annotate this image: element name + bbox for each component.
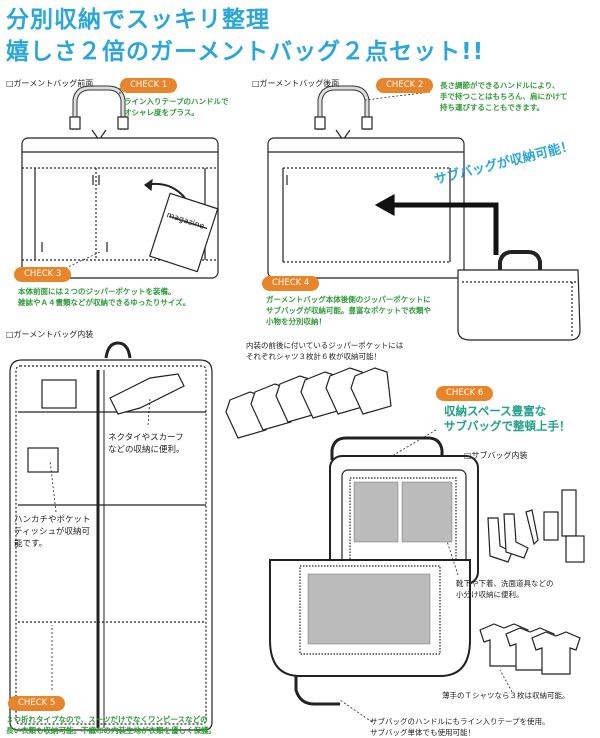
sub-bag-closed-illustration — [457, 250, 581, 341]
garment-bag-front-illustration — [21, 85, 219, 279]
sub-bag-open-illustration — [269, 436, 479, 706]
check5-text: ３つ折れタイプなので、スーツだけでなくワンピースなどの 長い衣類も収納可能。不織… — [6, 715, 216, 735]
tie-note: ネクタイやスカーフ などの収納に便利。 — [108, 433, 185, 455]
socks-note: 靴下や下着、洗面道具などの 小分け収納に便利。 — [456, 579, 554, 599]
check2-text: 長さ調節ができるハンドルにより、 手で持つことはもちろん、肩にかけて 持ち運びす… — [440, 81, 568, 112]
page-title-line1: 分別収納でスッキリ整理 — [6, 7, 270, 33]
section-label-sub-inside: □サブバッグ内装 — [464, 451, 528, 460]
check5-badge: CHECK 5 — [8, 696, 66, 711]
check3-badge: CHECK 3 — [14, 267, 72, 282]
check2-badge: CHECK 2 — [376, 78, 434, 93]
socks-toiletries-illustration — [487, 489, 585, 563]
check3-text: 本体前面には２つのジッパーポケットを装備。 雑誌やＡ４書類などが収納できるゆった… — [18, 287, 191, 307]
check6-badge: CHECK 6 — [436, 386, 494, 401]
page-title-line2: 嬉しさ２倍のガーメントバッグ２点セット!! — [6, 39, 485, 65]
garment-bag-inside-illustration — [9, 341, 213, 731]
check6-text: 収納スペース豊富な サブバッグで整頓上手！ — [444, 404, 571, 433]
mesh-pockets — [307, 481, 453, 645]
check4-text: ガーメントバッグ本体後側のジッパーポケットに サブバッグが収納可能。豊富なポケッ… — [266, 295, 431, 326]
handle-note: サブバッグのハンドルにもライン入りテープを使用。 サブバッグ単体でも使用可能！ — [370, 717, 550, 737]
tshirts-note: 薄手のＴシャツなら３枚は収納可能。 — [442, 691, 570, 700]
tshirts-illustration — [479, 623, 581, 675]
check1-text: ライン入りテープのハンドルで オシャレ度をプラス。 — [124, 97, 229, 117]
shirts-illustration — [225, 367, 392, 439]
section-label-front: □ガーメントバッグ前面 — [6, 79, 94, 88]
check1-badge: CHECK 1 — [120, 78, 178, 93]
hanky-note: ハンカチやポケット ティッシュが収納可 能です。 — [14, 515, 91, 549]
section-label-inside: □ガーメントバッグ内装 — [6, 330, 94, 339]
check4-badge: CHECK 4 — [262, 276, 320, 291]
section-label-back: □ガーメントバッグ後面 — [252, 79, 340, 88]
shirts-note: 内装の前後に付いているジッパーポケットには それぞれシャツ３枚計６枚が収納可能！ — [246, 341, 404, 361]
garment-bag-back-illustration — [267, 85, 465, 279]
